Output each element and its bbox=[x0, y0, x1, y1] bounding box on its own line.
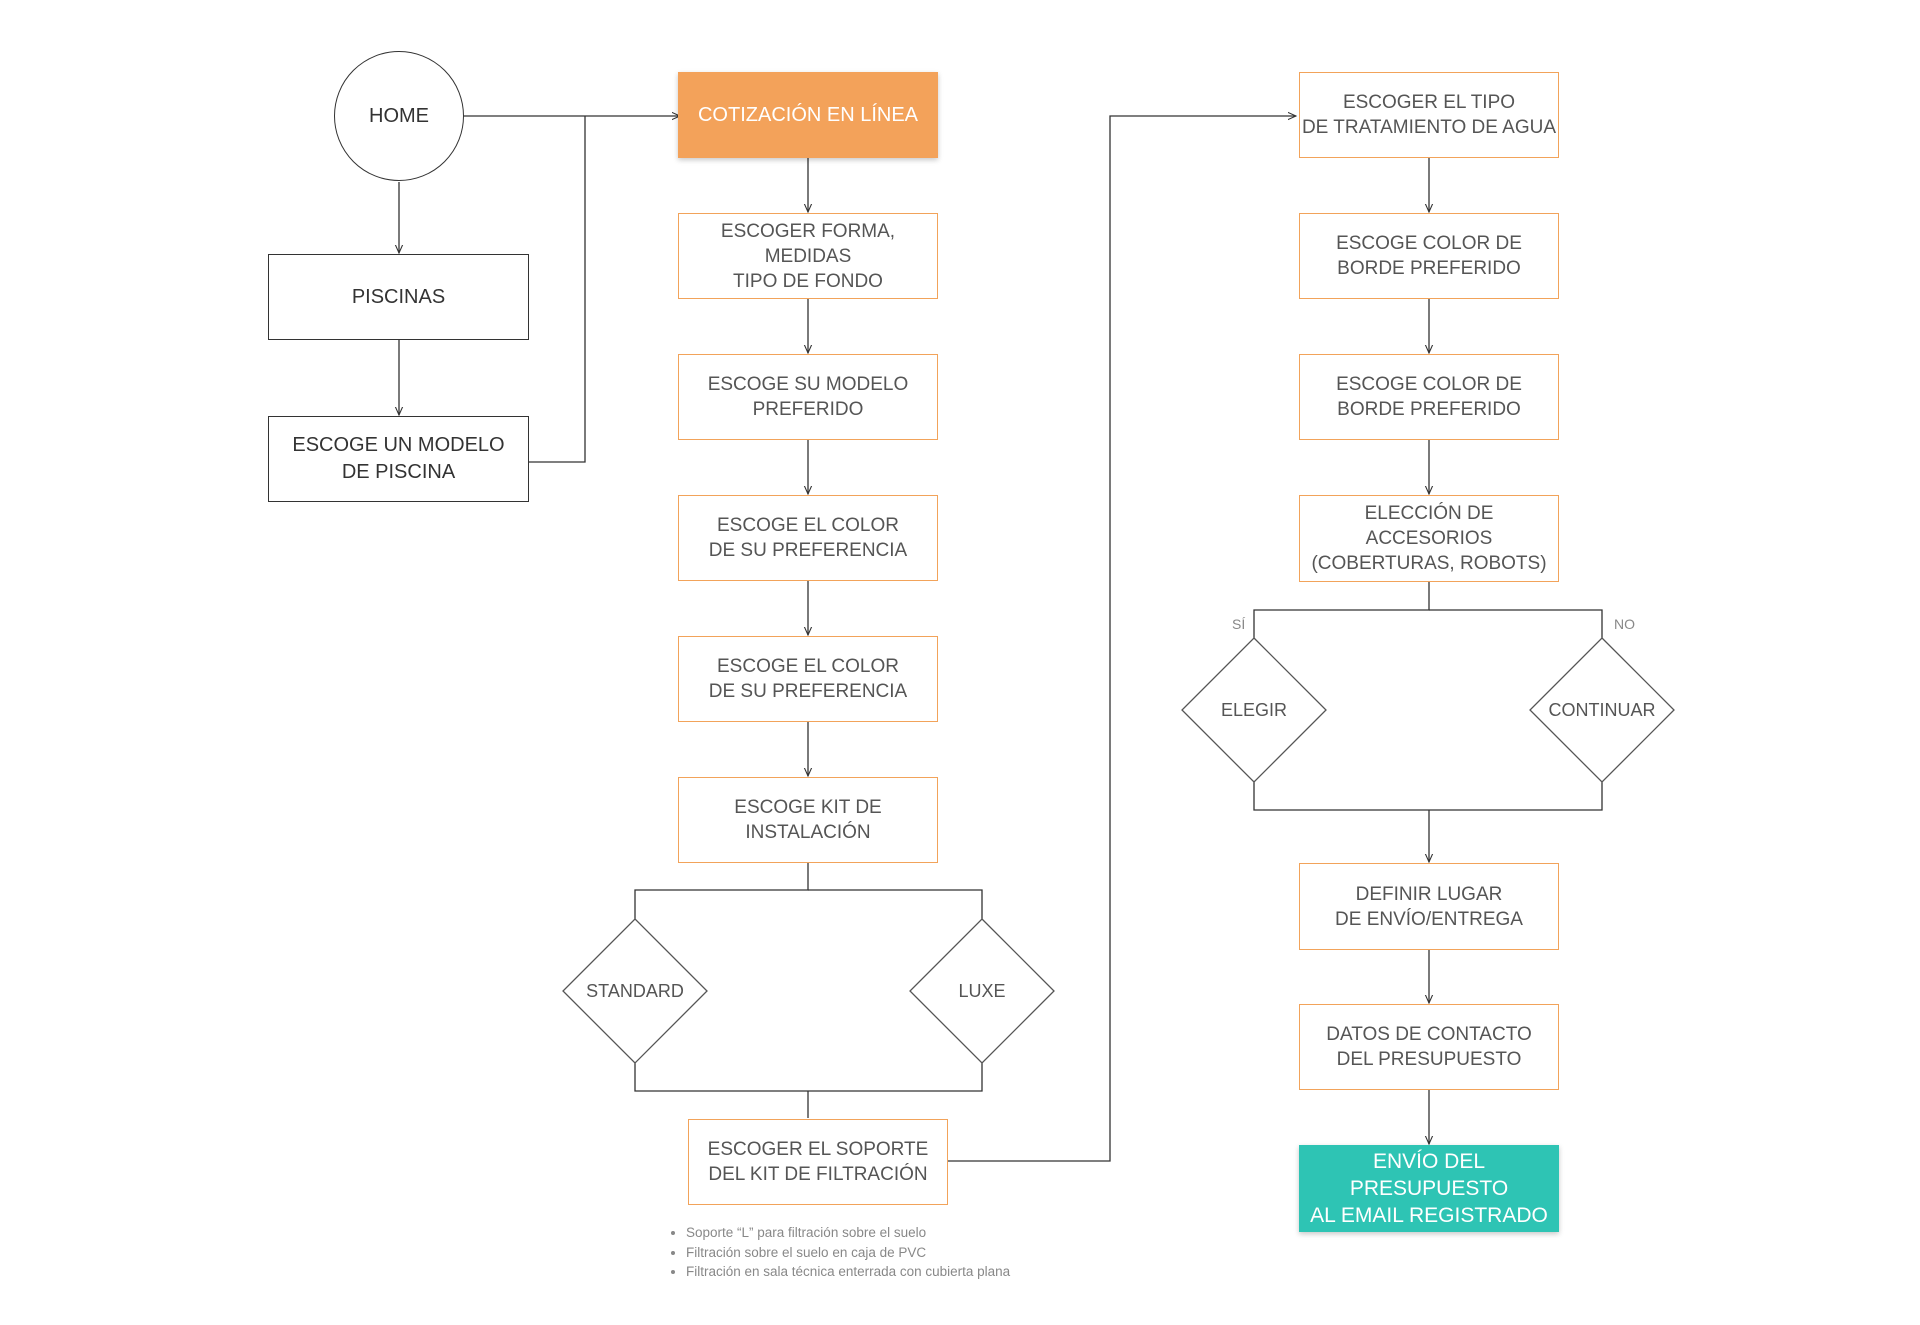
standard-decision[interactable]: STANDARD bbox=[586, 980, 684, 1001]
diamond-standard-shape bbox=[562, 918, 708, 1064]
diamond-luxe-shape bbox=[909, 918, 1055, 1064]
edge-kit-split-right bbox=[808, 889, 983, 919]
piscinas-node[interactable]: PISCINAS bbox=[268, 254, 529, 340]
continuar-decision[interactable]: CONTINUAR bbox=[1548, 699, 1656, 720]
elegir-decision[interactable]: ELEGIR bbox=[1220, 699, 1288, 720]
tratamiento-agua-node[interactable]: ESCOGER EL TIPO DE TRATAMIENTO DE AGUA bbox=[1299, 72, 1559, 158]
edge-accesorios-split bbox=[1253, 582, 1430, 638]
soporte-options-list: Soporte “L” para filtración sobre el sue… bbox=[668, 1223, 1010, 1282]
home-node[interactable]: HOME bbox=[334, 51, 464, 181]
edge-modelo-merge bbox=[527, 116, 586, 463]
envio-presupuesto-node[interactable]: ENVÍO DEL PRESUPUESTO AL EMAIL REGISTRAD… bbox=[1299, 1145, 1559, 1232]
luxe-decision[interactable]: LUXE bbox=[958, 980, 1006, 1001]
diamond-elegir-shape bbox=[1181, 637, 1327, 783]
color-preferencia-node-1[interactable]: ESCOGE EL COLOR DE SU PREFERENCIA bbox=[678, 495, 938, 581]
accesorios-node[interactable]: ELECCIÓN DE ACCESORIOS (COBERTURAS, ROBO… bbox=[1299, 495, 1559, 582]
edge-soporte-tratamiento bbox=[946, 116, 1296, 1162]
edge-kit-merge bbox=[634, 1063, 983, 1092]
edge-accesorios-split-right bbox=[1429, 609, 1603, 638]
kit-instalacion-node[interactable]: ESCOGE KIT DE INSTALACIÓN bbox=[678, 777, 938, 863]
lugar-envio-node[interactable]: DEFINIR LUGAR DE ENVÍO/ENTREGA bbox=[1299, 863, 1559, 950]
soporte-option: Filtración sobre el suelo en caja de PVC bbox=[686, 1243, 1010, 1263]
datos-contacto-node[interactable]: DATOS DE CONTACTO DEL PRESUPUESTO bbox=[1299, 1004, 1559, 1090]
borde-preferido-node-1[interactable]: ESCOGE COLOR DE BORDE PREFERIDO bbox=[1299, 213, 1559, 299]
soporte-kit-node[interactable]: ESCOGER EL SOPORTE DEL KIT DE FILTRACIÓN bbox=[688, 1119, 948, 1205]
soporte-option: Soporte “L” para filtración sobre el sue… bbox=[686, 1223, 1010, 1243]
modelo-preferido-node[interactable]: ESCOGE SU MODELO PREFERIDO bbox=[678, 354, 938, 440]
escoge-modelo-piscina-node[interactable]: ESCOGE UN MODELO DE PISCINA bbox=[268, 416, 529, 502]
edge-kit-split bbox=[634, 863, 809, 919]
edge-accesorios-merge bbox=[1253, 782, 1603, 811]
branch-label-no: NO bbox=[1614, 616, 1635, 632]
soporte-option: Filtración en sala técnica enterrada con… bbox=[686, 1262, 1010, 1282]
borde-preferido-node-2[interactable]: ESCOGE COLOR DE BORDE PREFERIDO bbox=[1299, 354, 1559, 440]
cotizacion-en-linea-node[interactable]: COTIZACIÓN EN LÍNEA bbox=[678, 72, 938, 158]
color-preferencia-node-2[interactable]: ESCOGE EL COLOR DE SU PREFERENCIA bbox=[678, 636, 938, 722]
forma-medidas-node[interactable]: ESCOGER FORMA, MEDIDAS TIPO DE FONDO bbox=[678, 213, 938, 299]
branch-label-si: SÍ bbox=[1232, 616, 1246, 632]
diamond-continuar-shape bbox=[1529, 637, 1675, 783]
